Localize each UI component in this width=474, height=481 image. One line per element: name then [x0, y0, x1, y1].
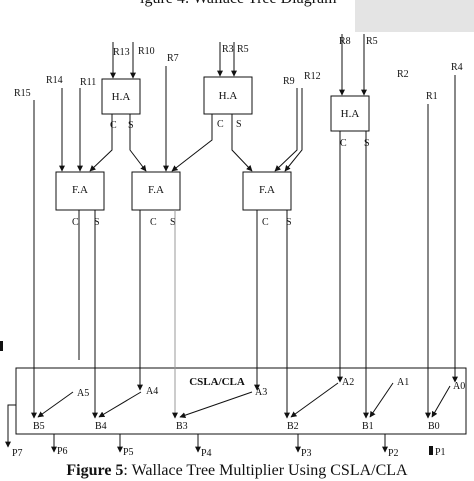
- carry-a4-b4: [98, 391, 142, 418]
- figure-caption-text: : Wallace Tree Multiplier Using CSLA/CLA: [123, 462, 408, 479]
- full-adder-1: [55, 171, 105, 211]
- adder-input-b1: B1: [362, 421, 374, 432]
- ha3-carry-label: C: [340, 138, 347, 149]
- adder-input-a4: A4: [146, 386, 158, 397]
- wire-r12: [284, 88, 303, 172]
- csla-cla-label: CSLA/CLA: [189, 376, 245, 388]
- fa1-sum-label: S: [94, 217, 100, 228]
- half-adder-3-label: H.A: [341, 108, 360, 120]
- input-r8: R8: [339, 36, 351, 47]
- adder-input-a1: A1: [397, 377, 409, 388]
- full-adder-2: [131, 171, 181, 211]
- wire-ha2-carry: [171, 114, 213, 172]
- carry-a2-b2: [290, 382, 339, 418]
- figure-caption: Figure 5: Wallace Tree Multiplier Using …: [0, 462, 474, 480]
- half-adder-1: [101, 78, 141, 115]
- adder-input-b5: B5: [33, 421, 45, 432]
- wire-ha2-sum: [231, 114, 253, 172]
- adder-input-b3: B3: [176, 421, 188, 432]
- output-p5: P5: [123, 447, 134, 458]
- input-r1: R1: [426, 91, 438, 102]
- carry-a0-b0: [431, 385, 451, 418]
- csla-cla-block: [15, 367, 467, 435]
- output-p7: P7: [12, 448, 23, 459]
- wire-ha1-carry: [89, 114, 113, 172]
- adder-input-a3: A3: [255, 387, 267, 398]
- adder-input-a2: A2: [342, 377, 354, 388]
- carry-a1-b1: [369, 382, 394, 418]
- input-r9: R9: [283, 76, 295, 87]
- carry-a3-b3: [179, 391, 253, 419]
- fa3-carry-label: C: [262, 217, 269, 228]
- full-adder-1-label: F.A: [72, 184, 88, 196]
- ha1-sum-label: S: [128, 120, 134, 131]
- input-r10: R10: [138, 46, 155, 57]
- adder-input-b2: B2: [287, 421, 299, 432]
- fa2-sum-label: S: [170, 217, 176, 228]
- input-r4: R4: [451, 62, 463, 73]
- output-p4: P4: [201, 448, 212, 459]
- ha2-sum-label: S: [236, 119, 242, 130]
- adder-input-b0: B0: [428, 421, 440, 432]
- ha1-carry-label: C: [110, 120, 117, 131]
- input-r12: R12: [304, 71, 321, 82]
- wire-ha1-sum: [129, 114, 147, 172]
- input-r3: R3: [222, 44, 234, 55]
- figure-label: Figure 5: [66, 462, 124, 479]
- input-r15: R15: [14, 88, 31, 99]
- input-r2: R2: [397, 69, 409, 80]
- half-adder-2: [203, 76, 253, 115]
- input-r11: R11: [80, 77, 96, 88]
- output-p1: P1: [435, 447, 446, 458]
- input-r7: R7: [167, 53, 179, 64]
- fa2-carry-label: C: [150, 217, 157, 228]
- p1-marker: [429, 446, 433, 455]
- wire-r9: [274, 88, 298, 172]
- fa3-sum-label: S: [286, 217, 292, 228]
- output-p2: P2: [388, 448, 399, 459]
- full-adder-3: [242, 171, 292, 211]
- half-adder-1-label: H.A: [112, 91, 131, 103]
- input-r5-a: R5: [237, 44, 249, 55]
- scan-artifact: [355, 0, 474, 32]
- wire-p7: [5, 404, 16, 448]
- ha3-sum-label: S: [364, 138, 370, 149]
- previous-caption-fragment: igure 4: Wallace Tree Diagram: [140, 0, 337, 8]
- input-r5-b: R5: [366, 36, 378, 47]
- adder-input-a5: A5: [77, 388, 89, 399]
- adder-input-a0: A0: [453, 381, 465, 392]
- half-adder-2-label: H.A: [219, 90, 238, 102]
- input-r13: R13: [113, 47, 130, 58]
- output-p6: P6: [57, 446, 68, 457]
- full-adder-3-label: F.A: [259, 184, 275, 196]
- half-adder-3: [330, 95, 370, 132]
- full-adder-2-label: F.A: [148, 184, 164, 196]
- scan-mark: [0, 341, 3, 351]
- input-r14: R14: [46, 75, 63, 86]
- ha2-carry-label: C: [217, 119, 224, 130]
- carry-a5-b5: [37, 391, 74, 418]
- output-p3: P3: [301, 448, 312, 459]
- adder-input-b4: B4: [95, 421, 107, 432]
- fa1-carry-label: C: [72, 217, 79, 228]
